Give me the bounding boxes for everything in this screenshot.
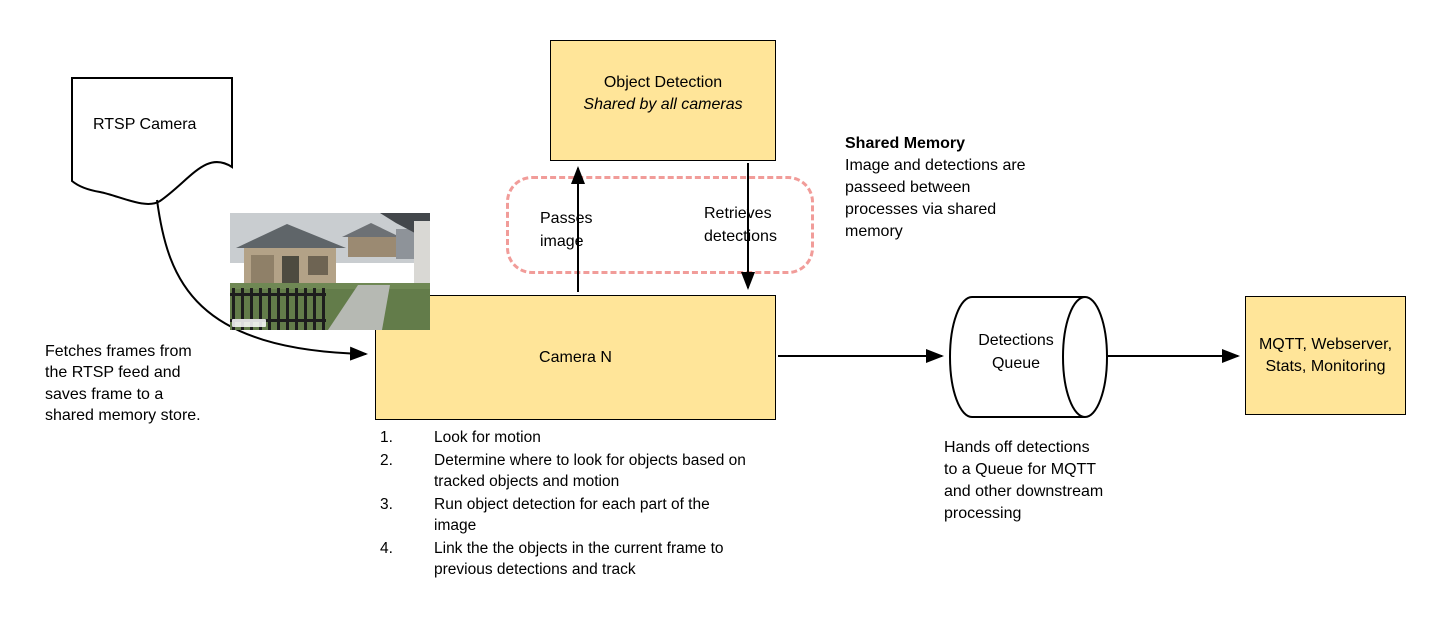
snapshot-bg-house — [348, 237, 396, 257]
camera-step-text: Link the the objects in the current fram… — [434, 540, 724, 578]
passes-image-label: Passes image — [540, 210, 593, 250]
camera-step-text: Run object detection for each part of th… — [434, 496, 710, 534]
camera-step-text: Determine where to look for objects base… — [434, 452, 746, 490]
detections-queue-cap — [1062, 296, 1108, 418]
camera-step-1: Look for motion — [380, 428, 752, 448]
rtsp-camera-shape — [71, 77, 233, 205]
mqtt-webserver-node: MQTT, Webserver, Stats, Monitoring — [1245, 296, 1406, 415]
camera-n-node: Camera N — [375, 295, 776, 420]
shared-memory-body: Image and detections are passeed between… — [845, 157, 1026, 241]
snapshot-lawn-edge — [230, 283, 430, 289]
shared-memory-note: Shared Memory Image and detections are p… — [845, 133, 1041, 243]
snapshot-shed-door — [251, 255, 274, 286]
snapshot-timestamp-overlay — [232, 319, 266, 327]
shared-memory-title: Shared Memory — [845, 135, 966, 152]
camera-step-2: Determine where to look for objects base… — [380, 451, 752, 492]
camera-snapshot-image — [230, 213, 430, 330]
fetch-frames-note: Fetches frames from the RTSP feed and sa… — [45, 343, 201, 424]
queue-handoff-note: Hands off detections to a Queue for MQTT… — [944, 439, 1104, 523]
camera-step-text: Look for motion — [434, 429, 541, 446]
object-detection-title: Object Detection — [603, 73, 723, 91]
detections-queue-body — [949, 296, 1085, 418]
retrieves-detections-label: Retrieves detections — [704, 205, 777, 245]
snapshot-porch-column — [414, 221, 430, 287]
object-detection-node: Object Detection Shared by all cameras — [550, 40, 776, 161]
object-detection-subtitle: Shared by all cameras — [583, 95, 743, 113]
camera-steps-list: Look for motion Determine where to look … — [380, 428, 752, 583]
mqtt-webserver-label: MQTT, Webserver, Stats, Monitoring — [1258, 335, 1393, 375]
camera-n-label: Camera N — [539, 348, 612, 366]
camera-step-3: Run object detection for each part of th… — [380, 495, 752, 536]
snapshot-sidewalk — [328, 285, 390, 330]
snapshot-shed-door — [282, 256, 299, 286]
detections-queue-label: Detections Queue — [978, 332, 1054, 372]
camera-step-4: Link the the objects in the current fram… — [380, 539, 752, 580]
shared-memory-dashed-box — [506, 176, 814, 274]
arrow-rtsp-to-camera — [156, 199, 368, 361]
snapshot-shed-roof — [236, 224, 346, 248]
snapshot-shed-window — [308, 256, 328, 275]
rtsp-camera-label: RTSP Camera — [93, 116, 197, 133]
snapshot-fence — [230, 288, 326, 330]
snapshot-bg-roof — [342, 223, 400, 237]
